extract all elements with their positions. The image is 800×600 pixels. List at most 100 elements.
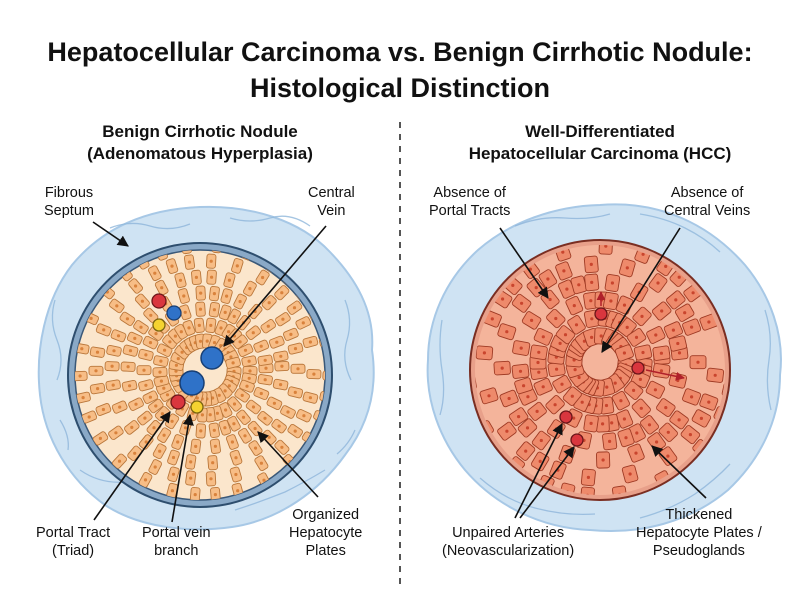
cell-nucleus — [227, 278, 231, 282]
cell-nucleus — [577, 283, 581, 287]
cell-nucleus — [128, 349, 133, 353]
cell-nucleus — [243, 434, 247, 438]
cell-nucleus — [279, 383, 283, 387]
cell-nucleus — [560, 382, 564, 386]
cell-nucleus — [537, 370, 541, 374]
cell-nucleus — [125, 317, 129, 321]
cell-nucleus — [211, 461, 215, 465]
cell-nucleus — [253, 426, 257, 431]
cell-nucleus — [530, 318, 534, 322]
cell-nucleus — [140, 299, 144, 303]
cell-nucleus — [144, 383, 148, 387]
cell-nucleus — [209, 477, 213, 481]
cell-nucleus — [267, 301, 271, 305]
cell-nucleus — [133, 336, 137, 340]
cell-nucleus — [143, 478, 148, 482]
cell-nucleus — [232, 314, 236, 318]
cell-nucleus — [229, 355, 233, 359]
cell-nucleus — [170, 489, 174, 493]
hepatocyte-cell — [721, 382, 725, 399]
cell-nucleus — [601, 458, 605, 462]
cell-nucleus — [604, 245, 608, 248]
cell-nucleus — [193, 493, 197, 497]
cell-nucleus — [690, 395, 694, 399]
cell-nucleus — [212, 292, 216, 296]
cell-nucleus — [248, 369, 252, 373]
cell-nucleus — [490, 317, 494, 321]
cell-nucleus — [259, 344, 263, 348]
cell-nucleus — [624, 436, 628, 440]
cell-nucleus — [231, 361, 235, 365]
left-panel-heading: Benign Cirrhotic Nodule (Adenomatous Hyp… — [10, 121, 390, 165]
cell-nucleus — [625, 266, 629, 270]
cell-nucleus — [199, 429, 203, 433]
cell-nucleus — [590, 280, 594, 284]
cell-nucleus — [293, 429, 297, 433]
cell-nucleus — [87, 415, 91, 419]
cell-nucleus — [519, 346, 523, 350]
cell-nucleus — [263, 416, 267, 420]
cell-nucleus — [707, 400, 711, 404]
flow-arrows — [596, 291, 685, 381]
cell-nucleus — [613, 381, 617, 385]
cell-nucleus — [302, 414, 306, 418]
cell-nucleus — [628, 472, 632, 476]
cell-nucleus — [641, 252, 645, 256]
cell-nucleus — [536, 360, 540, 365]
cell-nucleus — [96, 387, 100, 391]
cell-nucleus — [224, 408, 228, 412]
cell-nucleus — [173, 334, 177, 338]
cell-nucleus — [243, 348, 248, 352]
cell-nucleus — [505, 429, 509, 433]
cell-nucleus — [707, 320, 711, 324]
cell-nucleus — [622, 303, 627, 307]
cell-nucleus — [520, 301, 524, 305]
cell-nucleus — [247, 359, 251, 363]
cell-nucleus — [210, 275, 214, 279]
portal-triad-upper — [151, 293, 182, 332]
cell-nucleus — [189, 460, 193, 464]
cell-nucleus — [159, 359, 163, 363]
cell-nucleus — [275, 340, 279, 344]
cell-nucleus — [142, 368, 146, 372]
cell-nucleus — [688, 433, 693, 437]
cell-nucleus — [170, 264, 174, 268]
cell-nucleus — [604, 403, 609, 408]
right-panel-heading: Well-Differentiated Hepatocellular Carci… — [410, 121, 790, 165]
cell-nucleus — [152, 426, 156, 430]
cell-nucleus — [293, 347, 298, 351]
cell-nucleus — [180, 350, 184, 354]
cell-nucleus — [660, 309, 664, 313]
cell-nucleus — [281, 317, 285, 321]
cell-nucleus — [554, 427, 558, 431]
cell-nucleus — [677, 418, 681, 422]
cell-nucleus — [518, 369, 523, 373]
cell-nucleus — [213, 493, 217, 497]
cell-nucleus — [234, 472, 238, 477]
cell-nucleus — [115, 304, 119, 308]
cell-nucleus — [676, 378, 680, 383]
left-heading-line-2: (Adenomatous Hyperplasia) — [87, 144, 313, 163]
cell-nucleus — [102, 328, 106, 332]
cell-nucleus — [230, 440, 234, 444]
cell-nucleus — [209, 323, 213, 327]
cell-nucleus — [208, 413, 212, 417]
cell-nucleus — [238, 299, 242, 304]
cell-nucleus — [677, 275, 681, 279]
cell-nucleus — [500, 366, 504, 370]
cell-nucleus — [277, 424, 281, 428]
cell-nucleus — [482, 351, 486, 355]
cell-nucleus — [296, 367, 300, 371]
cell-nucleus — [251, 331, 255, 335]
cell-nucleus — [143, 416, 147, 420]
cell-nucleus — [182, 294, 186, 298]
cell-nucleus — [589, 262, 593, 266]
cell-nucleus — [511, 283, 515, 287]
cell-nucleus — [653, 388, 658, 392]
cell-nucleus — [622, 351, 627, 355]
cell-nucleus — [98, 436, 102, 440]
cell-nucleus — [241, 415, 246, 419]
label-absence-portal-tracts: Absence of Portal Tracts — [429, 185, 511, 219]
cell-nucleus — [198, 339, 203, 343]
